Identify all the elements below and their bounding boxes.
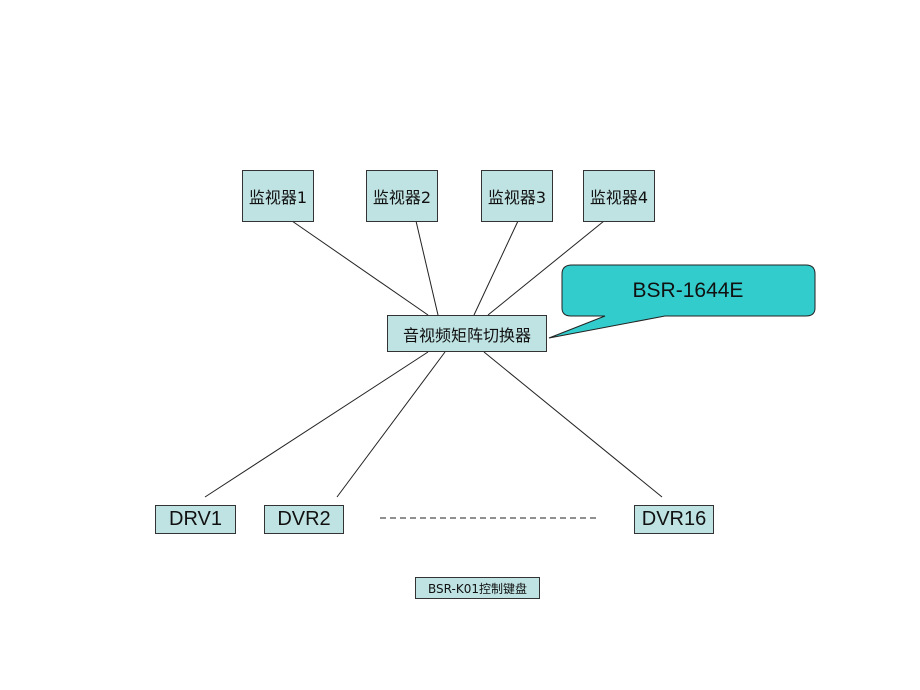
- callout-label: BSR-1644E: [632, 279, 744, 302]
- monitor-1-box: 监视器1: [242, 170, 314, 222]
- link-switcher-dvr16: [483, 351, 663, 498]
- callout-bubble: [548, 264, 816, 339]
- link-switcher-drv1: [204, 351, 429, 498]
- monitor-2-box: 监视器2: [366, 170, 438, 222]
- recorder-dvr2-box: DVR2: [264, 505, 344, 534]
- recorder-dvr16-box: DVR16: [634, 505, 714, 534]
- link-switcher-dvr2: [336, 351, 446, 498]
- control-keyboard-box: BSR-K01控制键盘: [415, 577, 540, 599]
- recorder-drv1-box: DRV1: [155, 505, 236, 534]
- link-monitor4-switcher: [487, 220, 605, 316]
- monitor-4-box: 监视器4: [583, 170, 655, 222]
- link-monitor3-switcher: [473, 220, 519, 316]
- link-monitor2-switcher: [415, 220, 439, 316]
- matrix-switcher-box: 音视频矩阵切换器: [387, 315, 547, 352]
- monitor-3-box: 监视器3: [481, 170, 553, 222]
- link-monitor1-switcher: [291, 220, 429, 316]
